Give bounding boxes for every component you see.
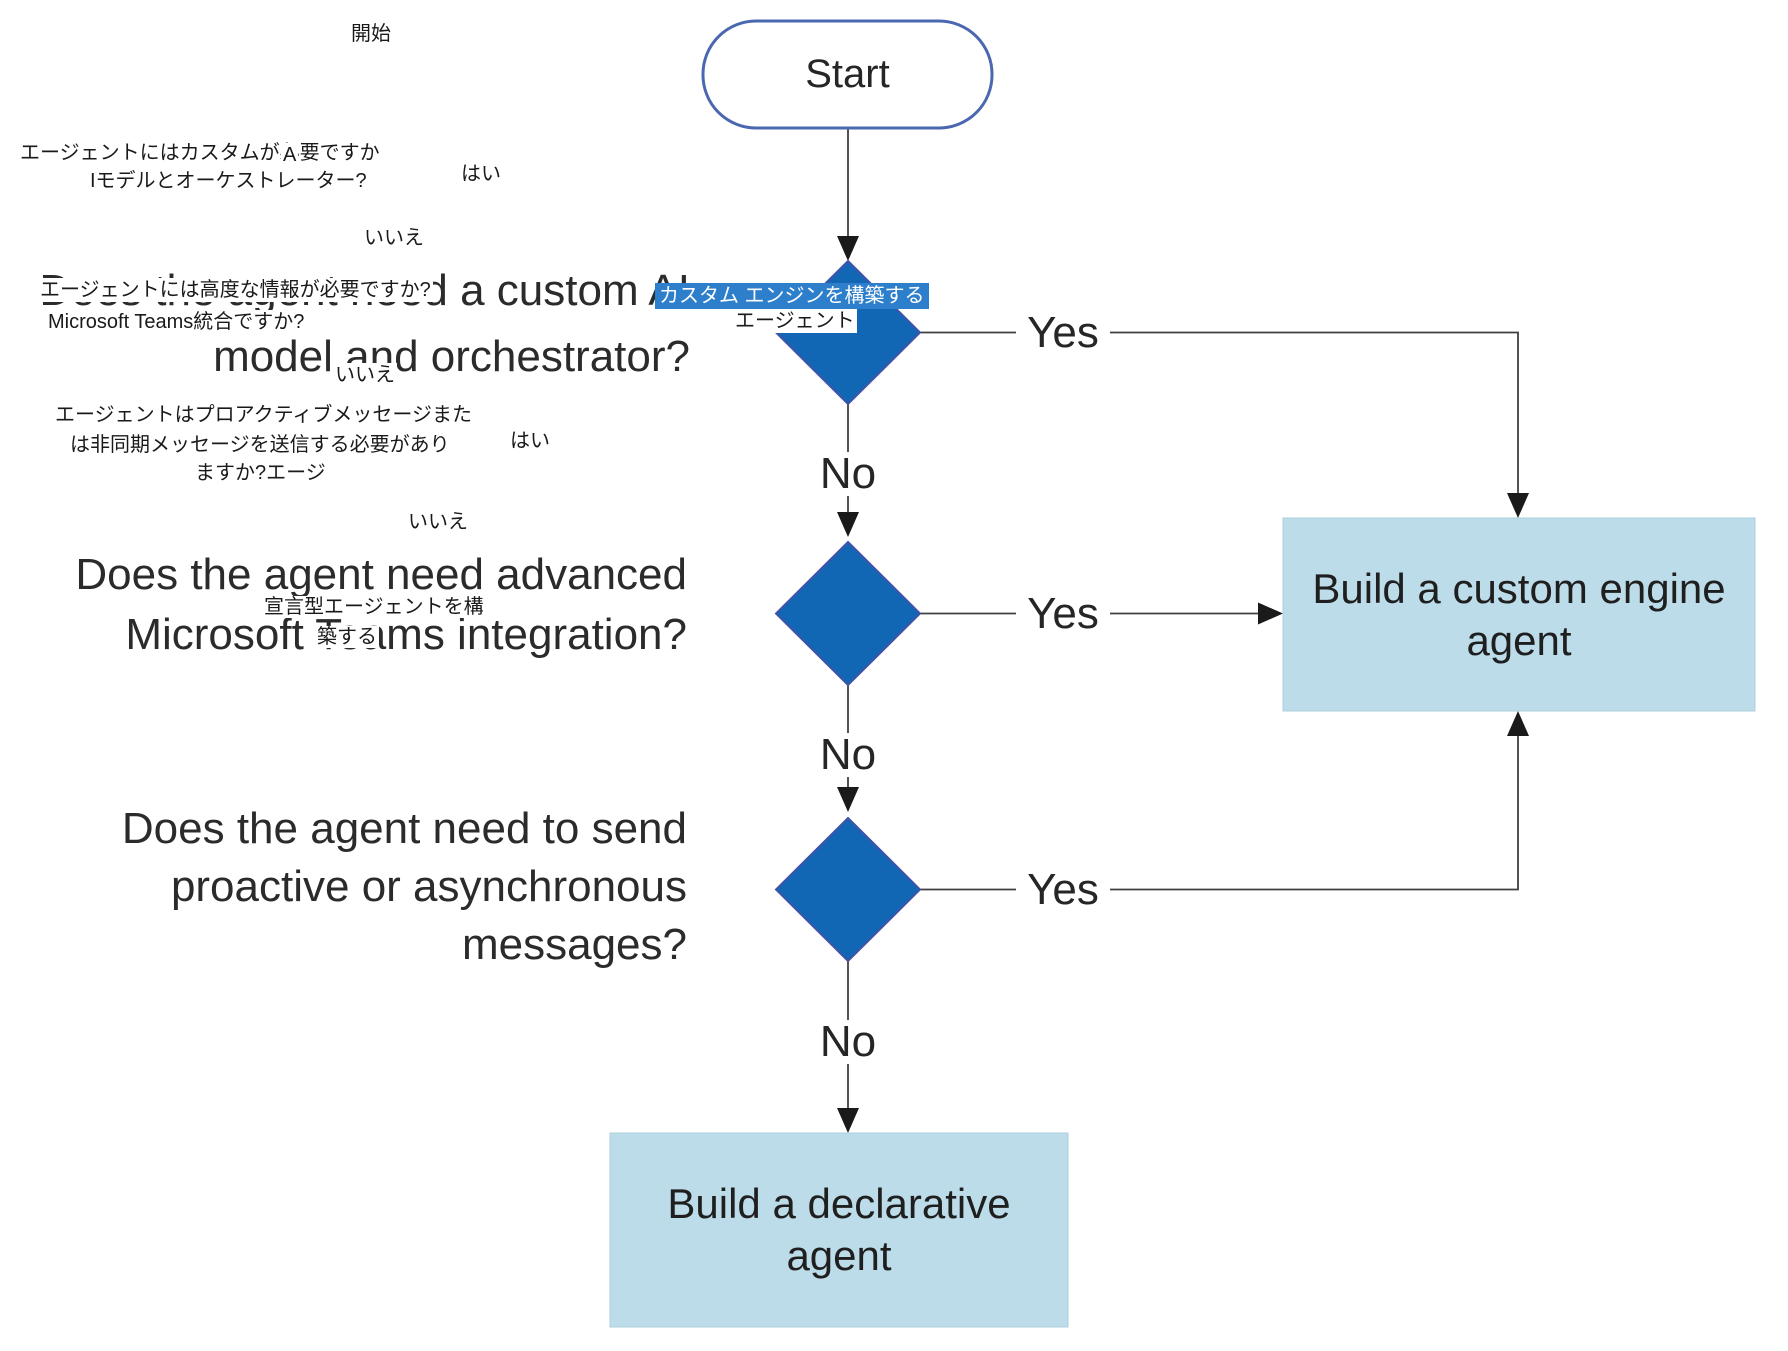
custom-engine-box-label: Build a custom engine agent xyxy=(1312,564,1726,664)
question-3-line-3: messages? xyxy=(461,920,687,969)
ja-no-label-2: いいえ xyxy=(333,363,397,387)
ja-yes-label-1: はい xyxy=(459,162,503,186)
question-2-line-1: Does the agent need advanced xyxy=(75,550,687,599)
ja-question-3-line-2: は非同期メッセージを送信する必要があり xyxy=(68,433,452,457)
arrowhead-into-d3 xyxy=(837,787,859,812)
yes-label-3: Yes xyxy=(1016,868,1110,912)
question-1: Does the agent need a custom AI model an… xyxy=(39,258,690,390)
ja-declarative-label: 宣言型エージェントを構 築する xyxy=(262,592,486,652)
edge-yes-3 xyxy=(920,736,1519,891)
yes-label-2: Yes xyxy=(1016,592,1110,636)
yes-label-1: Yes xyxy=(1016,311,1110,355)
ja-question-2-line-1: エージェントには高度な情報が必要ですか? xyxy=(38,278,433,302)
ja-custom-engine-label-line-2: エージェント xyxy=(733,309,857,333)
question-2-line-2: Microsoft Teams integration? xyxy=(125,610,687,659)
question-2: Does the agent need advanced Microsoft T… xyxy=(75,545,687,665)
arrowhead-into-custom-box-top xyxy=(1507,493,1529,518)
arrowhead-into-custom-box-bottom xyxy=(1507,711,1529,736)
ja-question-2-line-2: Microsoft Teams統合ですか? xyxy=(46,310,307,334)
arrowhead-into-d1 xyxy=(837,236,859,261)
decision-2-diamond xyxy=(774,540,922,687)
no-label-3: No xyxy=(802,1020,894,1064)
ja-question-3-line-1: エージェントはプロアクティブメッセージまた xyxy=(53,403,474,427)
no-label-1: No xyxy=(802,452,894,496)
no-label-2: No xyxy=(802,733,894,777)
ja-declarative-line-1: 宣言型エージェントを構 xyxy=(262,596,486,618)
start-terminator-shape xyxy=(701,19,994,130)
question-3-line-1: Does the agent need to send xyxy=(121,804,687,853)
question-3: Does the agent need to send proactive or… xyxy=(122,800,687,974)
ja-question-1-suffix: A xyxy=(281,143,299,167)
arrowheads xyxy=(837,236,1529,1133)
ja-start-label: 開始 xyxy=(349,22,393,46)
declarative-box-shape xyxy=(609,1132,1069,1328)
arrowhead-into-custom-box-left xyxy=(1258,602,1283,625)
arrowhead-into-d2 xyxy=(837,512,859,537)
ja-question-1-line-1: エージェントにはカスタムが必要ですか xyxy=(18,141,382,165)
ja-question-3-line-3: ますか?エージ xyxy=(193,461,328,485)
ja-custom-engine-highlighted-label: カスタム エンジンを構築する xyxy=(655,283,929,309)
question-1-line-2: model and orchestrator? xyxy=(213,332,690,381)
edge-yes-1 xyxy=(920,331,1519,495)
custom-engine-box-shape xyxy=(1282,517,1756,712)
arrowhead-into-declarative-box xyxy=(837,1108,859,1133)
start-text: Start xyxy=(805,52,890,96)
start-node-label: Start xyxy=(703,21,992,128)
ja-yes-label-2: はい xyxy=(508,429,552,453)
ja-declarative-line-2: 築する xyxy=(315,626,379,648)
ja-no-label-1: いいえ xyxy=(362,226,426,250)
ja-no-label-3: いいえ xyxy=(406,510,470,534)
decision-3-diamond xyxy=(774,816,922,963)
ja-question-1-line-2: Iモデルとオーケストレーター? xyxy=(88,169,369,193)
question-3-line-2: proactive or asynchronous xyxy=(170,862,687,911)
declarative-box-label: Build a declarative agent xyxy=(667,1180,1011,1279)
